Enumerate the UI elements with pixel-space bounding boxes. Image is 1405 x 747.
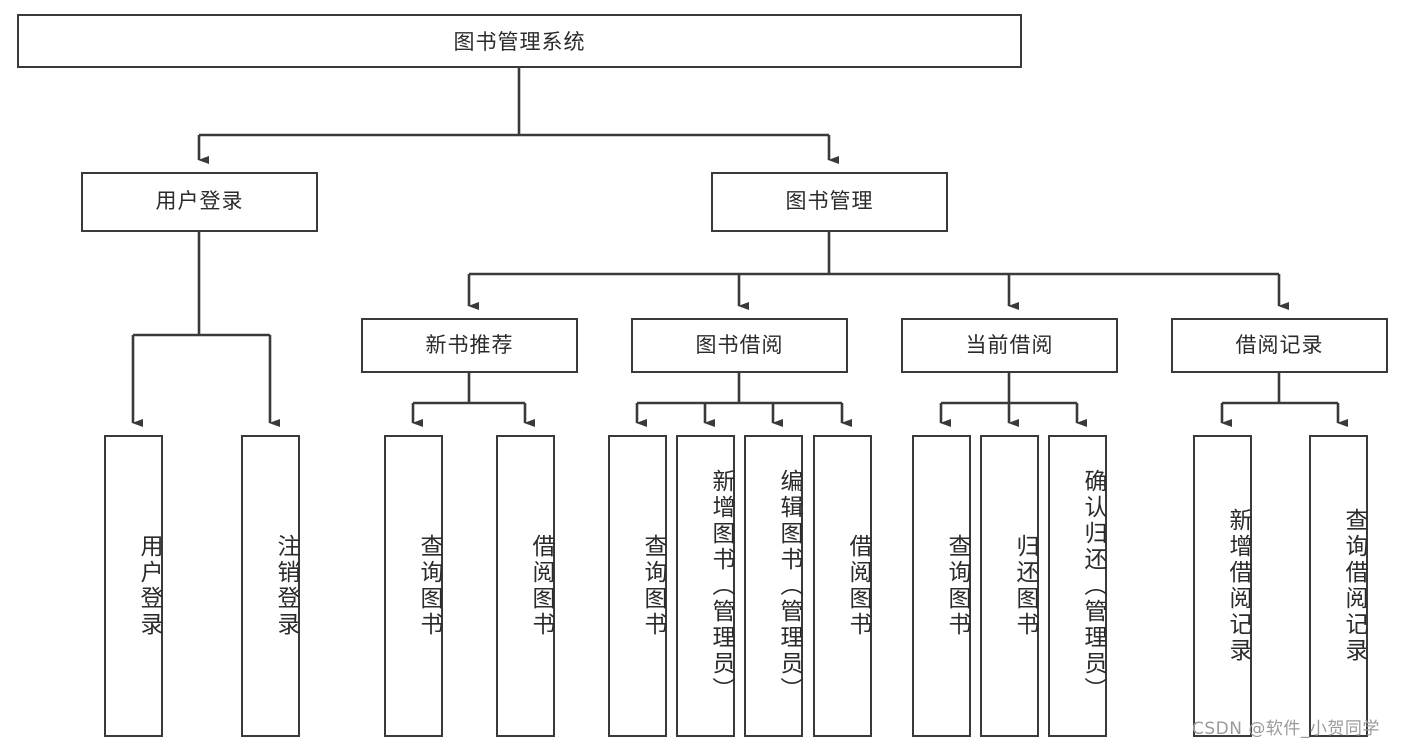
node-label: 查询图书	[416, 534, 442, 638]
leaf-new-book-query[interactable]: 查询图书	[384, 435, 443, 737]
leaf-current-query-book[interactable]: 查询图书	[912, 435, 971, 737]
node-label: 归还图书	[1012, 534, 1038, 638]
node-label: 借阅图书	[528, 534, 554, 638]
node-book-management[interactable]: 图书管理	[711, 172, 948, 232]
node-label: 确认归还（管理员）	[1080, 469, 1106, 703]
node-label: 借阅记录	[1235, 332, 1324, 357]
node-label: 图书管理系统	[453, 30, 586, 54]
node-current-borrow[interactable]: 当前借阅	[901, 318, 1118, 373]
node-label: 用户登录	[136, 534, 162, 638]
leaf-borrow-add-book-admin[interactable]: 新增图书（管理员）	[676, 435, 735, 737]
leaf-borrow-edit-book-admin[interactable]: 编辑图书（管理员）	[744, 435, 803, 737]
node-label: 图书管理	[785, 189, 874, 214]
leaf-borrow-query-book[interactable]: 查询图书	[608, 435, 667, 737]
leaf-current-confirm-return-admin[interactable]: 确认归还（管理员）	[1048, 435, 1107, 737]
leaf-new-book-borrow[interactable]: 借阅图书	[496, 435, 555, 737]
node-label: 编辑图书（管理员）	[776, 469, 802, 703]
node-label: 查询借阅记录	[1341, 508, 1367, 664]
node-label: 查询图书	[640, 534, 666, 638]
node-root-system[interactable]: 图书管理系统	[17, 14, 1022, 68]
node-borrow-record[interactable]: 借阅记录	[1171, 318, 1388, 373]
node-label: 新书推荐	[425, 332, 514, 357]
node-label: 注销登录	[273, 534, 299, 638]
csdn-watermark: CSDN @软件_小贺同学	[1192, 719, 1380, 739]
node-label: 当前借阅	[965, 332, 1054, 357]
node-label: 新增图书（管理员）	[708, 469, 734, 703]
leaf-user-login-logout[interactable]: 注销登录	[241, 435, 300, 737]
node-label: 借阅图书	[845, 534, 871, 638]
leaf-record-query-record[interactable]: 查询借阅记录	[1309, 435, 1368, 737]
node-label: 图书借阅	[695, 332, 784, 357]
node-label: 新增借阅记录	[1225, 508, 1251, 664]
node-user-login[interactable]: 用户登录	[81, 172, 318, 232]
node-book-borrow[interactable]: 图书借阅	[631, 318, 848, 373]
leaf-current-return-book[interactable]: 归还图书	[980, 435, 1039, 737]
leaf-record-add-record[interactable]: 新增借阅记录	[1193, 435, 1252, 737]
node-label: 查询图书	[944, 534, 970, 638]
leaf-user-login-login[interactable]: 用户登录	[104, 435, 163, 737]
node-new-book-recommend[interactable]: 新书推荐	[361, 318, 578, 373]
leaf-borrow-borrow-book[interactable]: 借阅图书	[813, 435, 872, 737]
node-label: 用户登录	[155, 189, 244, 214]
